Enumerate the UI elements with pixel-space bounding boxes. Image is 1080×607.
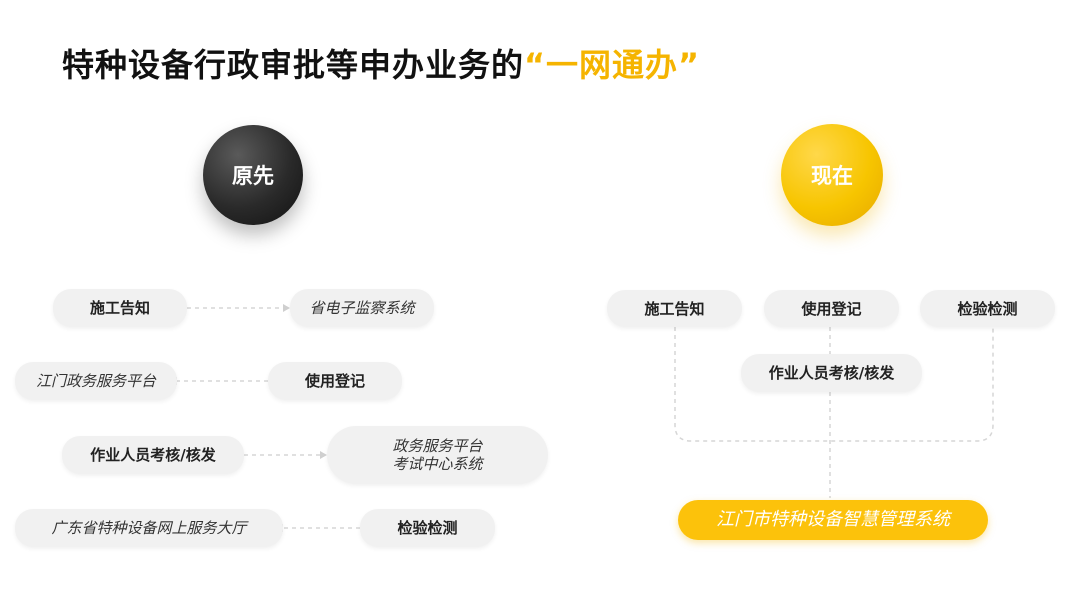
arrow-3 [320, 451, 327, 459]
page-title: 特种设备行政审批等申办业务的“一网通办” [62, 40, 700, 86]
before-system-provincial-monitoring: 省电子监察系统 [290, 289, 434, 327]
before-system-exam-center: 政务服务平台 考试中心系统 [327, 426, 548, 484]
before-service-personnel-assessment: 作业人员考核/核发 [62, 436, 244, 474]
before-service-inspection: 检验检测 [360, 509, 495, 547]
exam-center-line2: 考试中心系统 [392, 455, 483, 473]
title-main: 特种设备行政审批等申办业务的 [62, 46, 525, 84]
after-service-inspection: 检验检测 [920, 290, 1055, 327]
after-service-registration: 使用登记 [764, 290, 899, 327]
after-system-smart-management: 江门市特种设备智慧管理系统 [678, 500, 988, 540]
after-service-construction-notice: 施工告知 [607, 290, 742, 327]
after-service-personnel-assessment: 作业人员考核/核发 [741, 354, 922, 392]
arrow-1 [283, 304, 290, 312]
title-highlight: “一网通办” [524, 46, 701, 84]
before-service-construction-notice: 施工告知 [53, 289, 187, 327]
after-circle: 现在 [781, 124, 883, 226]
exam-center-line1: 政务服务平台 [392, 437, 483, 455]
before-circle: 原先 [203, 125, 303, 225]
before-service-registration: 使用登记 [268, 362, 402, 400]
connector-merge [674, 327, 994, 442]
before-system-provincial-hall: 广东省特种设备网上服务大厅 [15, 509, 283, 547]
before-system-jiangmen-platform: 江门政务服务平台 [15, 362, 177, 400]
